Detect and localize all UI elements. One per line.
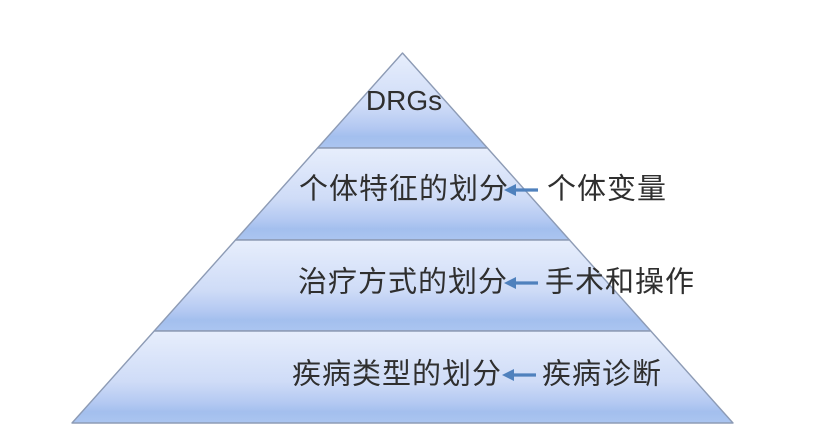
tier-3-source-label: 手术和操作 — [545, 266, 696, 299]
left-arrow-icon — [504, 184, 538, 196]
tier-2-source-label: 个体变量 — [547, 173, 668, 206]
left-arrow-icon — [504, 277, 538, 289]
left-arrow-icon — [502, 369, 536, 381]
apex-label: DRGs — [365, 85, 443, 116]
tier-4-label: 疾病类型的划分 — [291, 358, 503, 391]
tier-2-label: 个体特征的划分 — [298, 173, 510, 206]
pyramid-tier-4 — [71, 330, 734, 424]
tier-3-label: 治疗方式的划分 — [297, 266, 509, 299]
tier-4-source-label: 疾病诊断 — [542, 358, 663, 391]
